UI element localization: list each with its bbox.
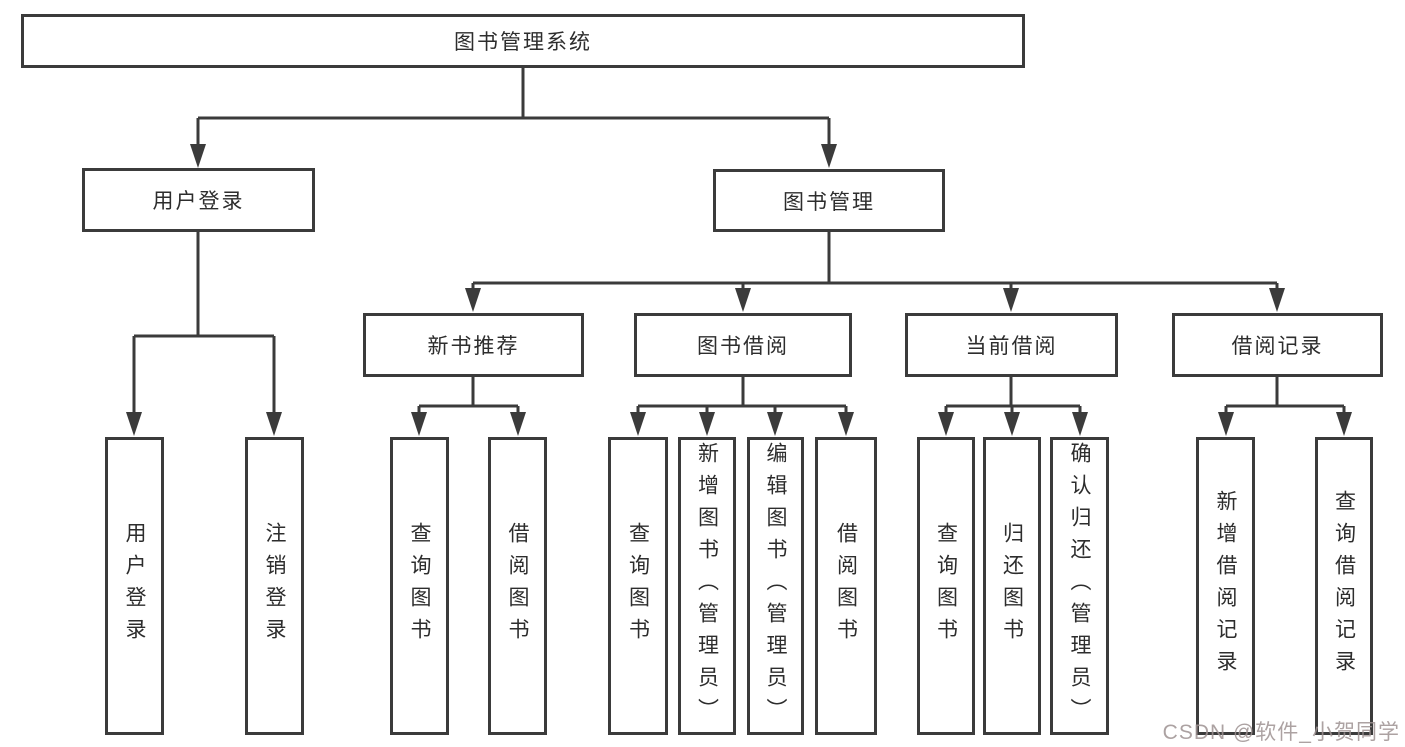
leaf-return-books: 归还图书 xyxy=(983,437,1041,735)
connector-current-to-leaves xyxy=(944,377,1082,414)
connector-borrow-to-leaves xyxy=(636,377,848,414)
node-label: 图书管理 xyxy=(783,190,875,214)
node-label: 用户登录 xyxy=(152,190,245,213)
arrowhead-down-icon xyxy=(767,412,783,436)
leaf-label: 新增图书（管理员） xyxy=(695,442,719,730)
arrowhead-down-icon xyxy=(411,412,427,436)
connector-records-to-leaves xyxy=(1224,377,1346,414)
arrowhead-down-icon xyxy=(126,412,142,436)
node-label: 当前借阅 xyxy=(965,335,1058,358)
leaf-label: 借阅图书 xyxy=(834,522,858,650)
node-user-login: 用户登录 xyxy=(82,168,315,232)
leaf-label: 借阅图书 xyxy=(506,522,529,650)
node-root-system: 图书管理系统 xyxy=(21,14,1025,68)
node-borrow-records: 借阅记录 xyxy=(1172,313,1383,377)
arrowhead-down-icon xyxy=(838,412,854,436)
leaf-label: 归还图书 xyxy=(1000,522,1024,650)
leaf-label: 注销登录 xyxy=(263,522,286,650)
node-book-borrow: 图书借阅 xyxy=(634,313,852,377)
arrowhead-down-icon xyxy=(1218,412,1234,436)
connector-records-arrowheads xyxy=(1218,412,1352,436)
connector-root-arrowheads xyxy=(190,144,837,168)
leaf-borrow-books-2: 借阅图书 xyxy=(815,437,877,735)
leaf-borrow-books-1: 借阅图书 xyxy=(488,437,547,735)
leaf-label: 查询图书 xyxy=(934,522,958,650)
leaf-label: 查询图书 xyxy=(408,522,431,650)
arrowhead-down-icon xyxy=(630,412,646,436)
leaf-add-borrow-record: 新增借阅记录 xyxy=(1196,437,1255,735)
leaf-query-books-3: 查询图书 xyxy=(917,437,975,735)
leaf-add-books-admin: 新增图书（管理员） xyxy=(678,437,736,735)
arrowhead-down-icon xyxy=(1269,288,1285,312)
leaf-label: 新增借阅记录 xyxy=(1214,490,1237,682)
connector-newbooks-arrowheads xyxy=(411,412,526,436)
node-current-borrow: 当前借阅 xyxy=(905,313,1118,377)
leaf-label: 编辑图书（管理员） xyxy=(764,442,787,730)
connector-borrow-arrowheads xyxy=(630,412,854,436)
connector-root-to-level2 xyxy=(196,68,831,146)
node-new-book-recommend: 新书推荐 xyxy=(363,313,584,377)
leaf-label: 用户登录 xyxy=(123,522,146,650)
connector-current-arrowheads xyxy=(938,412,1088,436)
node-label: 图书借阅 xyxy=(697,335,789,358)
arrowhead-down-icon xyxy=(266,412,282,436)
arrowhead-down-icon xyxy=(735,288,751,312)
leaf-edit-books-admin: 编辑图书（管理员） xyxy=(747,437,804,735)
leaf-label: 查询图书 xyxy=(626,522,650,650)
arrowhead-down-icon xyxy=(699,412,715,436)
arrowhead-down-icon xyxy=(510,412,526,436)
leaf-label: 确认归还（管理员） xyxy=(1068,442,1091,730)
node-book-management: 图书管理 xyxy=(713,169,945,232)
arrowhead-down-icon xyxy=(1003,288,1019,312)
connector-login-to-leaves xyxy=(132,232,276,414)
leaf-confirm-return-admin: 确认归还（管理员） xyxy=(1050,437,1109,735)
connector-level3-arrowheads xyxy=(465,288,1285,312)
leaf-logout: 注销登录 xyxy=(245,437,304,735)
connector-newbooks-to-leaves xyxy=(417,377,520,414)
arrowhead-down-icon xyxy=(821,144,837,168)
arrowhead-down-icon xyxy=(1072,412,1088,436)
leaf-query-books-1: 查询图书 xyxy=(390,437,449,735)
node-label: 图书管理系统 xyxy=(454,31,592,54)
arrowhead-down-icon xyxy=(938,412,954,436)
leaf-label: 查询借阅记录 xyxy=(1332,490,1356,682)
node-label: 借阅记录 xyxy=(1231,335,1324,358)
connector-login-arrowheads xyxy=(126,412,282,436)
arrowhead-down-icon xyxy=(190,144,206,168)
leaf-query-borrow-record: 查询借阅记录 xyxy=(1315,437,1373,735)
leaf-user-login: 用户登录 xyxy=(105,437,164,735)
watermark: CSDN @软件_小贺同学 xyxy=(1162,721,1400,744)
node-label: 新书推荐 xyxy=(427,335,520,358)
connector-books-to-level3 xyxy=(471,232,1279,290)
leaf-query-books-2: 查询图书 xyxy=(608,437,668,735)
arrowhead-down-icon xyxy=(1336,412,1352,436)
arrowhead-down-icon xyxy=(1004,412,1020,436)
arrowhead-down-icon xyxy=(465,288,481,312)
